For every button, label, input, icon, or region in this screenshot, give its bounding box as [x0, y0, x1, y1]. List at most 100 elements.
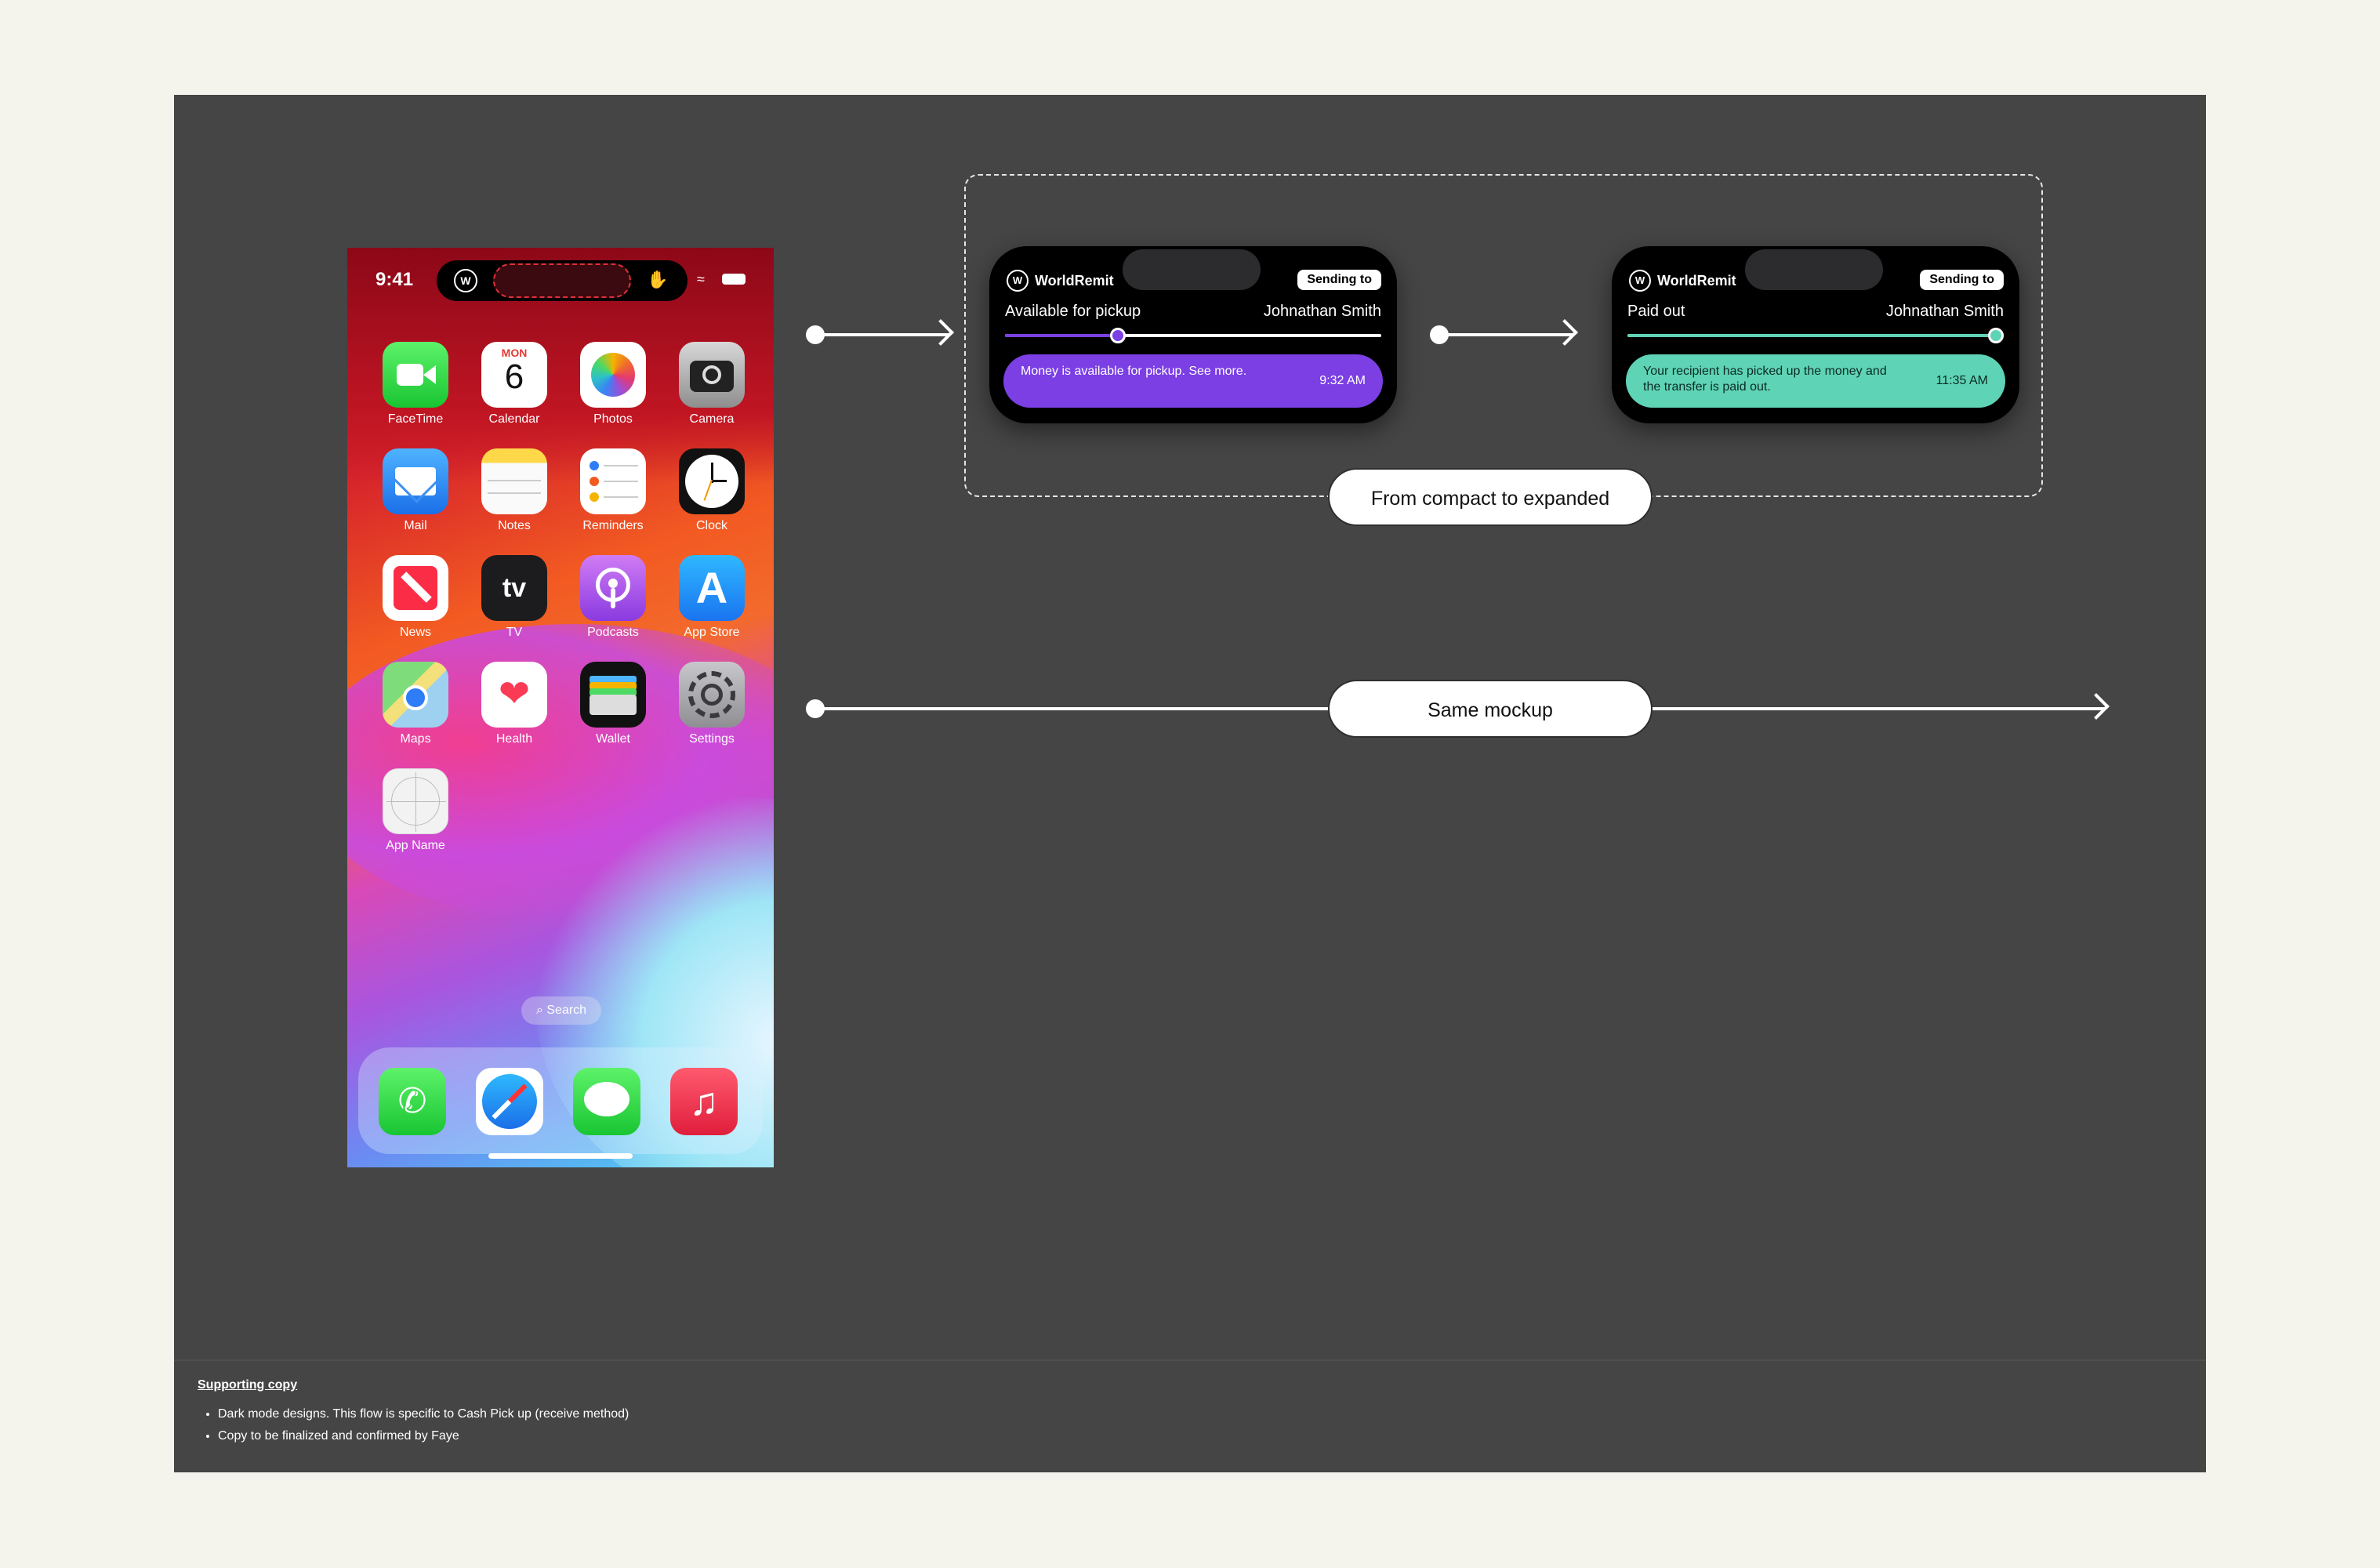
app-reminders[interactable]: Reminders	[564, 448, 662, 533]
app-label: Podcasts	[587, 626, 639, 639]
label-compact-to-expanded: From compact to expanded	[1328, 468, 1653, 526]
recipient-name: Johnathan Smith	[1885, 303, 2004, 320]
app-label: Maps	[400, 732, 431, 746]
apple-tv-icon: tv	[481, 555, 547, 621]
progress-knob	[1110, 328, 1126, 343]
message-text: Your recipient has picked up the money a…	[1643, 365, 1887, 394]
app-mail[interactable]: Mail	[366, 448, 465, 533]
live-activity-expanded[interactable]: W WorldRemit Sending to Paid out Johnath…	[1612, 246, 2019, 423]
app-clock[interactable]: Clock	[662, 448, 761, 533]
wifi-icon: ≈	[697, 271, 705, 287]
app-label: FaceTime	[387, 412, 444, 426]
app-label: Reminders	[582, 519, 644, 532]
island-notch	[1745, 249, 1883, 290]
home-search-button[interactable]: ⌕ Search	[521, 996, 601, 1025]
brand-name: WorldRemit	[1657, 272, 1736, 289]
arrow-start-dot	[1430, 325, 1449, 344]
worldremit-logo-icon: W	[454, 269, 477, 292]
app-label: Camera	[689, 412, 735, 426]
app-label: Settings	[689, 732, 735, 746]
supporting-copy-notes: Supporting copy Dark mode designs. This …	[198, 1378, 629, 1447]
app-appstore[interactable]: A App Store	[662, 555, 761, 640]
notes-list: Dark mode designs. This flow is specific…	[198, 1403, 629, 1447]
app-camera[interactable]: Camera	[662, 342, 761, 426]
progress-fill	[1627, 334, 2004, 337]
app-label: Notes	[498, 519, 531, 532]
health-heart-icon: ❤	[481, 662, 547, 728]
arrow-start-dot	[806, 699, 825, 718]
arrow-start-dot	[806, 325, 825, 344]
app-template-icon	[383, 768, 448, 834]
notes-heading[interactable]: Supporting copy	[198, 1378, 298, 1392]
brand-name: WorldRemit	[1035, 272, 1114, 289]
facetime-icon	[383, 342, 448, 408]
status-message[interactable]: Money is available for pickup. See more.…	[1003, 354, 1383, 408]
live-activity-compact[interactable]: W WorldRemit Sending to Available for pi…	[989, 246, 1397, 423]
app-podcasts[interactable]: Podcasts	[564, 555, 662, 640]
message-text: Money is available for pickup. See more.	[1021, 365, 1247, 378]
app-news[interactable]: News	[366, 555, 465, 640]
progress-knob	[1988, 328, 2004, 343]
message-time: 11:35 AM	[1936, 374, 1988, 387]
app-placeholder[interactable]: App Name	[366, 768, 465, 853]
transfer-status: Paid out	[1627, 303, 1685, 320]
label-same-mockup: Same mockup	[1328, 680, 1653, 738]
app-settings[interactable]: Settings	[662, 662, 761, 746]
flow-arrow-phone-to-compact	[806, 319, 954, 346]
news-icon	[383, 555, 448, 621]
app-label: Photos	[593, 412, 633, 426]
notes-icon	[481, 448, 547, 514]
battery-icon	[722, 274, 746, 285]
clock-icon	[679, 448, 745, 514]
phone-icon[interactable]: ✆	[379, 1068, 446, 1135]
brand: W WorldRemit	[1629, 270, 1736, 292]
app-maps[interactable]: Maps	[366, 662, 465, 746]
safari-icon[interactable]	[476, 1068, 543, 1135]
photos-icon	[580, 342, 646, 408]
wallet-icon	[580, 662, 646, 728]
app-label: Mail	[404, 519, 427, 532]
recipient-name: Johnathan Smith	[1263, 303, 1381, 320]
brand: W WorldRemit	[1007, 270, 1114, 292]
cash-pickup-icon: ✋	[647, 270, 669, 289]
transfer-status: Available for pickup	[1005, 303, 1141, 320]
home-indicator[interactable]	[488, 1153, 633, 1159]
tv-logo-text: tv	[502, 573, 527, 603]
status-time: 9:41	[376, 269, 414, 290]
calendar-day: MON	[501, 347, 528, 359]
app-health[interactable]: ❤ Health	[465, 662, 564, 746]
note-item: Dark mode designs. This flow is specific…	[218, 1403, 629, 1425]
app-label: News	[399, 626, 431, 639]
progress-fill	[1005, 334, 1118, 337]
phone-mockup: 9:41 W ✋ ≈ FaceTime MON 6 Calendar Photo…	[347, 248, 774, 1167]
progress-track	[1627, 328, 2004, 343]
calendar-icon: MON 6	[481, 342, 547, 408]
message-time: 9:32 AM	[1319, 374, 1366, 387]
flow-arrow-compact-to-expanded	[1430, 319, 1578, 346]
dock: ✆ ♫	[358, 1047, 763, 1154]
app-store-icon: A	[679, 555, 745, 621]
app-wallet[interactable]: Wallet	[564, 662, 662, 746]
messages-icon[interactable]	[573, 1068, 640, 1135]
app-label: App Store	[684, 626, 740, 639]
app-facetime[interactable]: FaceTime	[366, 342, 465, 426]
status-message[interactable]: Your recipient has picked up the money a…	[1626, 354, 2005, 408]
note-item: Copy to be finalized and confirmed by Fa…	[218, 1425, 629, 1447]
app-calendar[interactable]: MON 6 Calendar	[465, 342, 564, 426]
notes-divider	[174, 1359, 2206, 1361]
app-notes[interactable]: Notes	[465, 448, 564, 533]
music-icon[interactable]: ♫	[670, 1068, 738, 1135]
worldremit-logo-icon: W	[1629, 270, 1651, 292]
podcasts-icon	[580, 555, 646, 621]
app-label: Wallet	[596, 732, 630, 746]
progress-track	[1005, 328, 1381, 343]
app-label: App Name	[386, 839, 445, 852]
calendar-date: 6	[504, 358, 524, 396]
sending-to-chip: Sending to	[1920, 270, 2004, 290]
app-tv[interactable]: tv TV	[465, 555, 564, 640]
app-label: Clock	[695, 519, 727, 532]
app-photos[interactable]: Photos	[564, 342, 662, 426]
sending-to-chip: Sending to	[1297, 270, 1381, 290]
island-notch	[1123, 249, 1261, 290]
dynamic-island[interactable]: W ✋	[437, 260, 688, 301]
